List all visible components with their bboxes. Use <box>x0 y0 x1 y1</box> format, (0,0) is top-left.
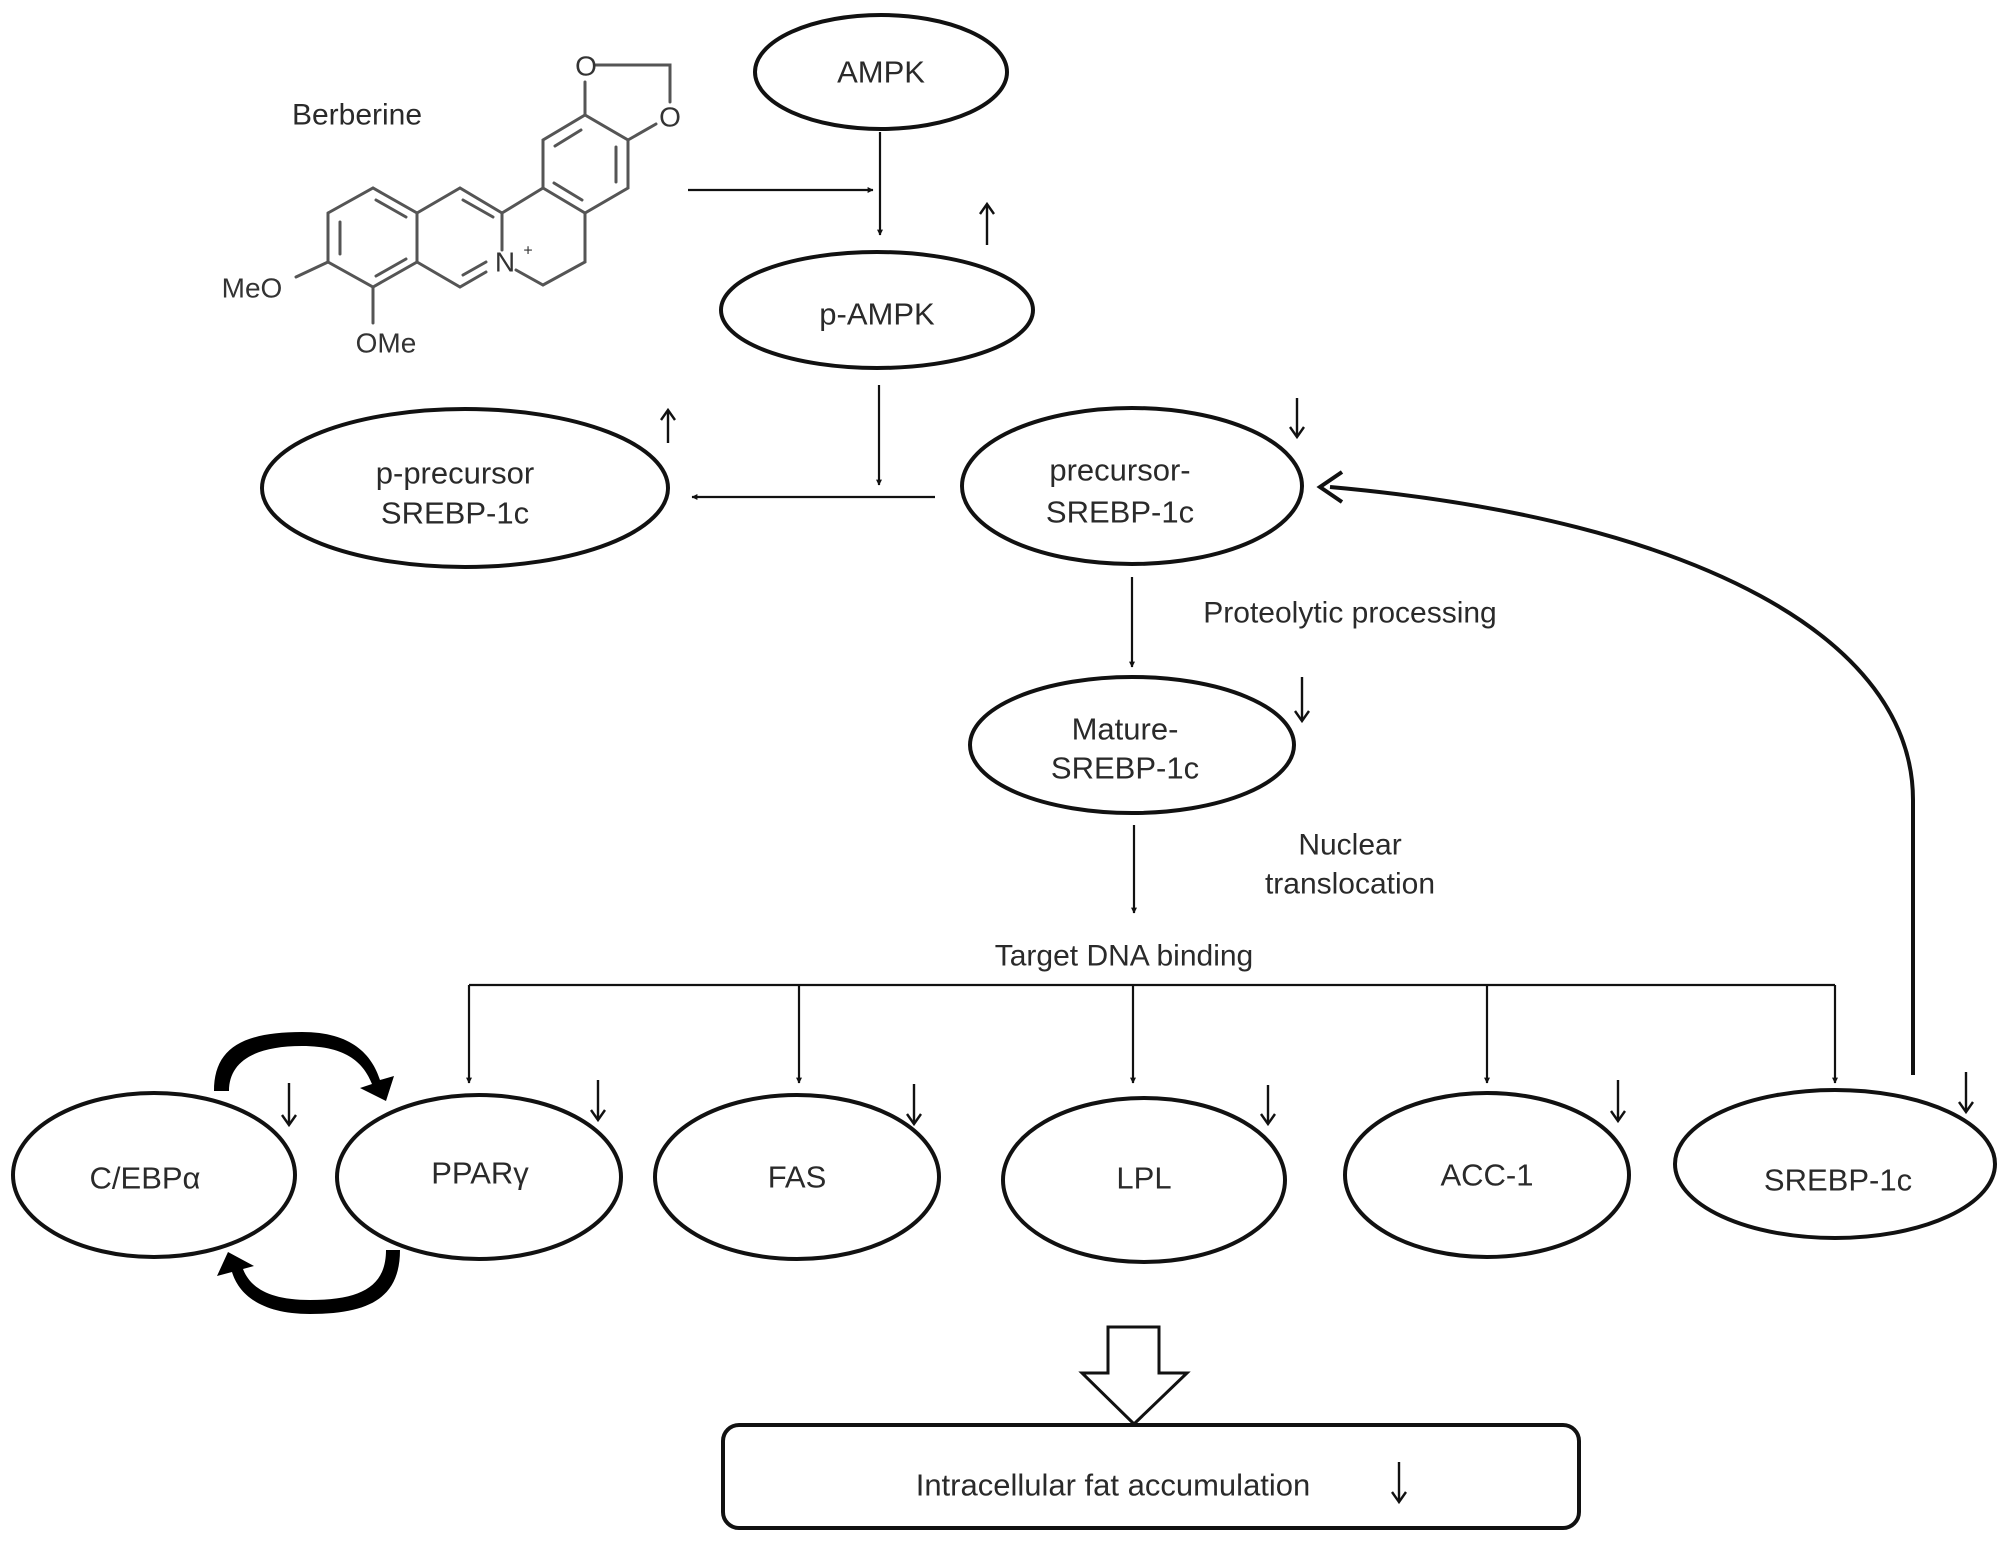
node-lpl[interactable]: LPL <box>1001 1096 1287 1264</box>
down-arrow-icon-head <box>1289 426 1305 440</box>
down-arrow-icon-head <box>1260 1113 1276 1127</box>
node-pparg[interactable]: PPARγ <box>335 1093 623 1261</box>
node-ampk[interactable]: AMPK <box>753 13 1009 131</box>
cebpa-label: C/EBPα <box>90 1161 201 1196</box>
nitrogen-atom: N <box>495 247 515 278</box>
down-arrow-icon-head <box>906 1113 922 1127</box>
lpl-label: LPL <box>1116 1161 1171 1196</box>
mature-label-line2: SREBP-1c <box>1051 751 1199 786</box>
node-cebpa[interactable]: C/EBPα <box>11 1091 297 1259</box>
hollow-down-arrow-icon <box>1078 1325 1191 1427</box>
berberine-label: Berberine <box>292 99 422 132</box>
methoxy-label-2: OMe <box>356 328 417 359</box>
target-dna-binding-label: Target DNA binding <box>995 940 1254 973</box>
proteolytic-processing-label: Proteolytic processing <box>1203 597 1496 630</box>
up-arrow-icon-head <box>660 407 676 421</box>
down-arrow-icon-head <box>1958 1101 1974 1115</box>
node-fas[interactable]: FAS <box>653 1093 941 1261</box>
ampk-label: AMPK <box>837 55 925 90</box>
p-ampk-label: p-AMPK <box>819 297 935 332</box>
nuclear-label: Nuclear <box>1298 829 1401 862</box>
outcome-label: Intracellular fat accumulation <box>916 1468 1311 1503</box>
node-precursor-srebp1c[interactable]: precursor- SREBP-1c <box>960 406 1304 566</box>
down-arrow-icon-head <box>1294 710 1310 724</box>
methoxy-label-1: MeO <box>222 273 283 304</box>
node-mature-srebp1c[interactable]: Mature- SREBP-1c <box>968 675 1296 815</box>
curved-arrow-pparg-to-cebpa <box>217 1250 400 1314</box>
curved-arrow-cebpa-to-pparg <box>214 1032 394 1101</box>
p-precursor-label-line2: SREBP-1c <box>381 496 529 531</box>
pparg-label: PPARγ <box>431 1156 529 1191</box>
down-arrow-icon-head <box>590 1109 606 1123</box>
translocation-label: translocation <box>1265 868 1435 901</box>
feedback-arrow-head <box>1316 470 1344 504</box>
positive-charge: + <box>523 243 532 260</box>
node-acc1[interactable]: ACC-1 <box>1343 1091 1631 1259</box>
outcome-box[interactable]: Intracellular fat accumulation <box>721 1423 1581 1530</box>
down-arrow-icon-head <box>281 1114 297 1128</box>
mutual-activation-arrows <box>214 1032 400 1314</box>
node-p-ampk[interactable]: p-AMPK <box>719 250 1035 370</box>
down-arrow-icon-head <box>1391 1491 1407 1505</box>
oxygen-atom-right: O <box>659 102 681 133</box>
acc1-label: ACC-1 <box>1440 1158 1533 1193</box>
up-arrow-icon-head <box>979 201 995 215</box>
fas-label: FAS <box>768 1160 827 1195</box>
precursor-label-line1: precursor- <box>1049 453 1190 488</box>
p-precursor-label-line1: p-precursor <box>376 456 535 491</box>
node-srebp1c[interactable]: SREBP-1c <box>1673 1088 1997 1240</box>
oxygen-atom-top: O <box>575 51 597 82</box>
srebp1c-label: SREBP-1c <box>1764 1163 1912 1198</box>
precursor-label-line2: SREBP-1c <box>1046 495 1194 530</box>
node-p-precursor-srebp1c[interactable]: p-precursor SREBP-1c <box>260 407 670 569</box>
feedback-arrow <box>1329 485 1915 1075</box>
mature-label-line1: Mature- <box>1072 712 1179 747</box>
down-arrow-icon-head <box>1610 1110 1626 1124</box>
berberine-structure: Berberine O O N + MeO OMe <box>222 51 681 359</box>
